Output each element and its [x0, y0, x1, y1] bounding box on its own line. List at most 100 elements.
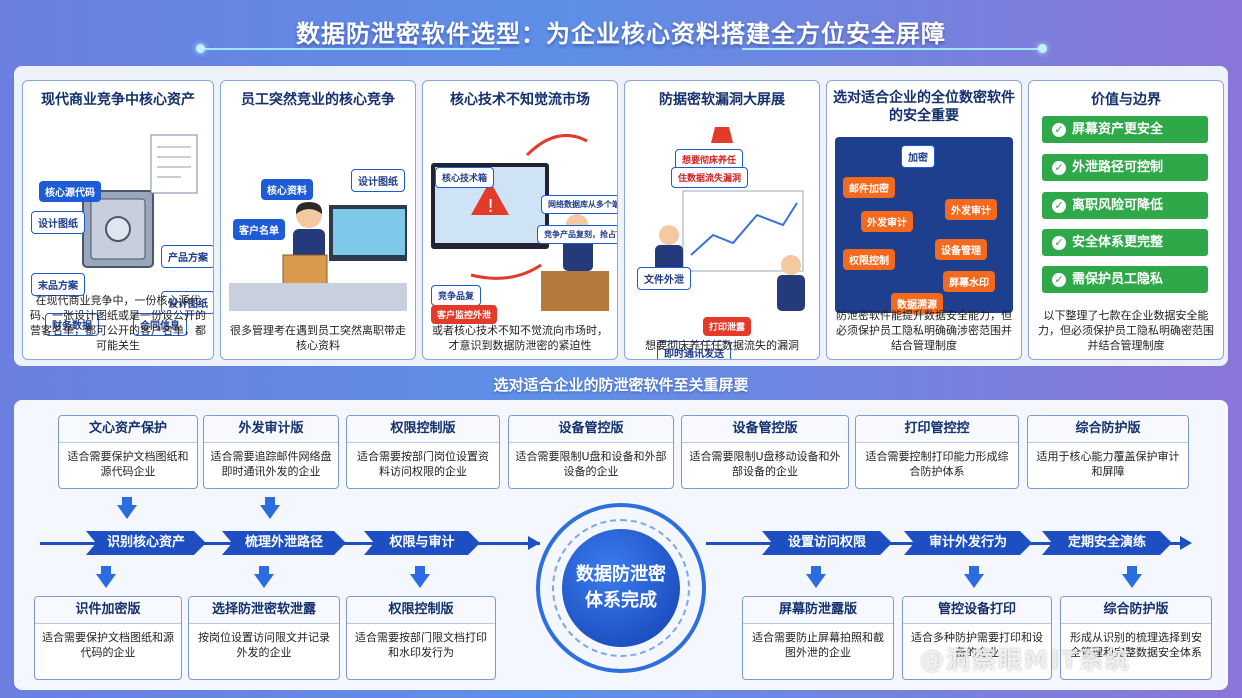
down-arrow-icon	[117, 497, 137, 519]
solution-box: 权限控制版 适合需要按部门岗位设置资料访问权限的企业	[346, 415, 500, 489]
solution-box: 设备管控版 适合需要限制U盘和设备和外部设备的企业	[508, 415, 674, 489]
down-arrow-icon	[254, 566, 274, 588]
top-panel	[14, 66, 1228, 366]
title-divider-right	[742, 48, 1042, 50]
card-employee: 员工突然竞业的核心竞争 核心资料 设计图纸 客户名单 很多管理考在遇到员工突然离…	[220, 80, 416, 360]
tag-outbound-audit-2: 外发审计	[861, 211, 913, 232]
box-title: 综合防护版	[1061, 597, 1211, 624]
tag-competitor-2: 竞争品复	[431, 285, 482, 306]
tag-device-manage: 设备管理	[935, 239, 987, 260]
box-desc: 适合需要防止屏幕拍照和截图外泄的企业	[752, 631, 884, 659]
box-title: 管控设备打印	[903, 597, 1051, 624]
value-item: ✓离职风险可降低	[1042, 192, 1208, 219]
tag-permission: 权限控制	[843, 249, 895, 270]
illustration-employee: 核心资料 设计图纸 客户名单	[229, 115, 409, 311]
box-desc: 适合需要按部门限文档打印和水印发行为	[355, 631, 487, 659]
solution-box: 外发审计版 适合需要追踪邮件网络盘即时通讯外发的企业	[203, 415, 339, 489]
solution-box: 管控设备打印 适合多种防护需要打印和设备的企业	[902, 596, 1052, 680]
box-title: 综合防护版	[1028, 416, 1188, 443]
down-arrow-icon	[410, 566, 430, 588]
box-title: 权限控制版	[347, 597, 495, 624]
card-core-assets: 现代商业竞争中核心资产 核心源代码 设计图纸 产品方案 末品方案 设计图纸 财务…	[22, 80, 214, 360]
watermark: @洞察眼MIT系统	[920, 646, 1132, 674]
down-arrow-icon	[260, 497, 280, 519]
card-title: 核心技术不知觉流市场	[450, 92, 590, 108]
card-tech-leak: 核心技术不知觉流市场 ! 核心技术箱 网络数据库从多个端流出 竞争产品复刻，抢占…	[422, 80, 618, 360]
tag-source-code: 核心源代码	[39, 181, 101, 202]
illustration-safe: 核心源代码 设计图纸 产品方案 末品方案 设计图纸 财务数据 合同信息	[31, 115, 213, 336]
center-label: 数据防泄密体系完成	[562, 529, 680, 647]
box-title: 屏幕防泄露版	[743, 597, 893, 624]
check-icon: ✓	[1052, 198, 1066, 213]
tag-print-leak: 打印泄露	[703, 317, 752, 336]
center-line-2: 体系完成	[585, 590, 657, 611]
tag-client-leak: 客户监控外泄	[431, 305, 498, 324]
tag-contract: 合同信息	[133, 313, 187, 336]
tag-data-trace: 数据溯源	[891, 293, 943, 314]
step-drill: 定期安全演练	[1042, 531, 1172, 555]
tag-leak-hole: 住数据流失漏洞	[671, 167, 749, 188]
box-title: 外发审计版	[204, 416, 338, 443]
box-title: 权限控制版	[347, 416, 499, 443]
card-select-software: 选对适合企业的全位数密软件的安全重要 加密 邮件加密 外发审计 外发审计 权限控…	[826, 80, 1022, 360]
illustration-monitor: ! 核心技术箱 网络数据库从多个端流出 竞争产品复刻，抢占市场 竞争品复 客户监…	[431, 115, 617, 324]
tag-client-list: 客户名单	[233, 219, 285, 240]
value-item: ✓屏幕资产更安全	[1042, 116, 1208, 143]
box-desc: 形成从识别的梳理选择到安全管理和完整数据安全体系	[1070, 631, 1202, 659]
illustration-dashboard: 加密 邮件加密 外发审计 外发审计 权限控制 设备管理 屏幕水印 数据溯源	[835, 137, 1013, 314]
center-ring	[536, 503, 706, 673]
solution-box: 选择防泄密软泄露 按岗位设置访问限文并记录外发的企业	[188, 596, 340, 680]
value-item: ✓安全体系更完整	[1042, 229, 1208, 256]
solution-box: 综合防护版 形成从识别的梳理选择到安全管理和完整数据安全体系	[1060, 596, 1212, 680]
card-title: 价值与边界	[1091, 92, 1161, 108]
section-title: 选对适合企业的防泄密软件至关重屏要	[493, 376, 749, 394]
step-audit-outbound: 审计外发行为	[904, 531, 1032, 555]
title-divider-left	[200, 48, 500, 50]
center-ring-inner	[552, 519, 690, 657]
box-title: 选择防泄密软泄露	[189, 597, 339, 624]
tag-competitor: 竞争产品复刻，抢占市场	[537, 225, 617, 244]
employee-leaving-icon	[229, 202, 409, 311]
card-title: 选对适合企业的全位数密软件的安全重要	[833, 90, 1015, 124]
card-description: 想要彻床养任任数据流失的漏洞	[645, 339, 799, 352]
tag-outbound-audit: 外发审计	[945, 199, 997, 220]
solution-box: 屏幕防泄露版 适合需要防止屏幕拍照和截图外泄的企业	[742, 596, 894, 680]
down-arrow-icon	[964, 566, 984, 588]
tag-im-send: 即时通讯发送	[657, 341, 731, 359]
solution-box: 识件加密版 适合需要保护文档图纸和源代码的企业	[34, 596, 182, 680]
tag-encrypt: 加密	[901, 145, 935, 168]
title-dot-left	[196, 44, 205, 53]
step-permission-audit: 权限与审计	[364, 531, 480, 555]
card-title: 防据密软漏洞大屏展	[659, 92, 785, 108]
tag-mail-encrypt: 邮件加密	[843, 177, 895, 198]
alarm-screen-icon	[655, 127, 805, 311]
arrow-head-icon	[528, 536, 540, 550]
step-identify: 识别核心资产	[86, 531, 206, 555]
box-desc: 按岗位设置访问限文并记录外发的企业	[198, 631, 330, 659]
tag-product-plan: 产品方案	[161, 245, 213, 268]
solution-box: 文心资产保护 适合需要保护文档图纸和源代码企业	[58, 415, 198, 489]
arrow-head-icon	[1180, 536, 1192, 550]
box-desc: 适合需要限制U盘移动设备和外部设备的企业	[689, 450, 841, 478]
step-access-permission: 设置访问权限	[762, 531, 892, 555]
tag-design-2: 设计图纸	[161, 291, 213, 314]
box-desc: 适合需要追踪邮件网络盘即时通讯外发的企业	[210, 450, 332, 478]
card-description: 或者核心技术不知不觉流向市场时，才意识到数据防泄密的紧迫性	[432, 324, 608, 352]
title-dot-right	[1038, 44, 1047, 53]
illustration-screen: 想要彻床养任 住数据流失漏洞 文件外泄 打印泄露 即时通讯发送	[633, 115, 811, 359]
box-title: 设备管控版	[509, 416, 673, 443]
box-title: 打印管控控	[856, 416, 1018, 443]
safe-illustration-icon	[39, 134, 198, 268]
check-icon: ✓	[1052, 160, 1066, 175]
card-title: 员工突然竞业的核心竞争	[241, 92, 395, 108]
down-arrow-icon	[806, 566, 826, 588]
down-arrow-icon	[1122, 566, 1142, 588]
card-description: 很多管理考在遇到员工突然离职带走核心资料	[230, 324, 406, 352]
card-description: 以下整理了七款在企业数据安全能力，但必须保护员工隐私明确密范围并结合管理制度	[1038, 309, 1214, 352]
box-desc: 适合需要保护文档图纸和源代码的企业	[42, 631, 174, 659]
box-title: 文心资产保护	[59, 416, 197, 443]
card-big-screen: 防据密软漏洞大屏展 想要彻床养任 住数据流失漏洞 文件外泄 打印泄露 即时通讯发…	[624, 80, 820, 360]
tag-design-drawing: 设计图纸	[351, 169, 405, 192]
tag-design: 设计图纸	[31, 211, 85, 234]
tag-final-plan: 末品方案	[31, 273, 85, 296]
